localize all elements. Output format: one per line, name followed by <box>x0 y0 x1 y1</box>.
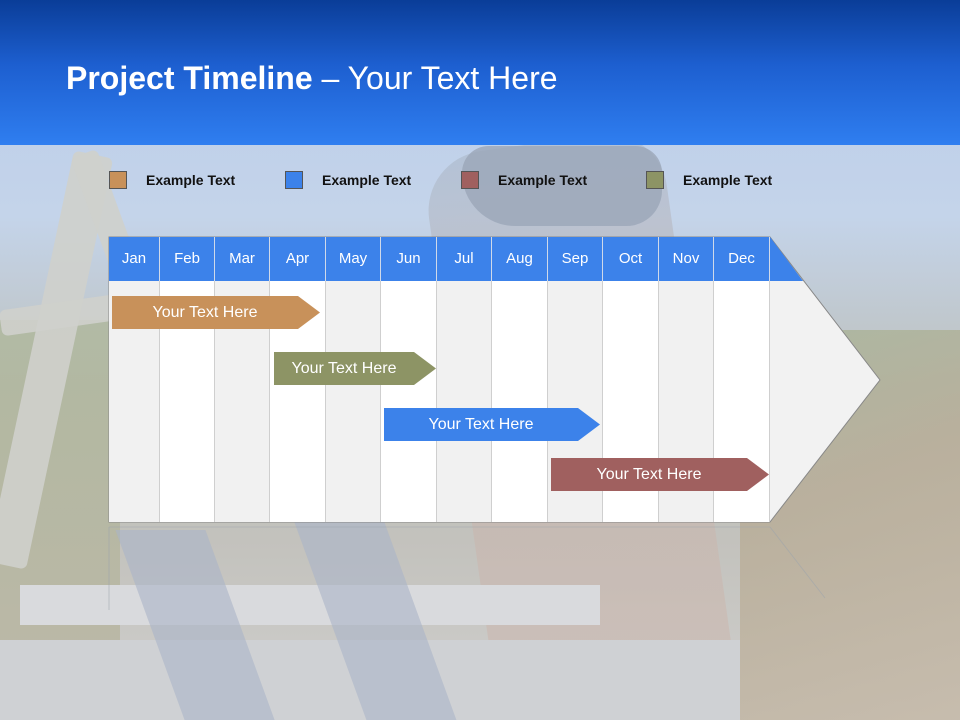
month-column <box>492 281 548 522</box>
task-bar-label: Your Text Here <box>596 466 702 483</box>
month-column <box>381 281 437 522</box>
title-bold: Project Timeline <box>66 60 313 96</box>
legend-swatch <box>646 171 664 189</box>
legend-label: Example Text <box>683 172 773 188</box>
month-header-apr: Apr <box>270 237 326 281</box>
legend-label: Example Text <box>146 172 236 188</box>
month-header-sep: Sep <box>548 237 603 281</box>
month-header-oct: Oct <box>603 237 659 281</box>
month-header-aug: Aug <box>492 237 548 281</box>
header-band <box>0 0 960 145</box>
stair-step <box>20 585 600 625</box>
legend-swatch <box>109 171 127 189</box>
month-header-jun: Jun <box>381 237 437 281</box>
month-header-feb: Feb <box>160 237 215 281</box>
month-header-jan: Jan <box>109 237 160 281</box>
runner-shorts <box>462 146 662 226</box>
task-bar[interactable]: Your Text Here <box>274 352 436 385</box>
month-column <box>326 281 381 522</box>
month-column <box>437 281 492 522</box>
task-bar[interactable]: Your Text Here <box>551 458 769 491</box>
task-bar-label: Your Text Here <box>291 360 397 377</box>
legend-label: Example Text <box>498 172 588 188</box>
legend-swatch <box>285 171 303 189</box>
task-bar[interactable]: Your Text Here <box>384 408 600 441</box>
task-bar-label: Your Text Here <box>428 416 534 433</box>
legend-label: Example Text <box>322 172 412 188</box>
month-header-nov: Nov <box>659 237 714 281</box>
month-header-jul: Jul <box>437 237 492 281</box>
title-rest: – Your Text Here <box>312 60 558 96</box>
task-bar-label: Your Text Here <box>152 304 258 321</box>
month-header-may: May <box>326 237 381 281</box>
task-bar[interactable]: Your Text Here <box>112 296 320 329</box>
legend-swatch <box>461 171 479 189</box>
month-header-dec: Dec <box>714 237 770 281</box>
month-header-mar: Mar <box>215 237 270 281</box>
slide-title: Project Timeline – Your Text Here <box>66 60 558 97</box>
